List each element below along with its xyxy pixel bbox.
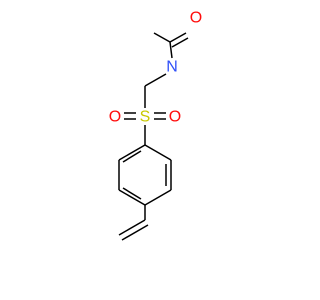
bond-vinyl-double-2: [121, 224, 149, 241]
bond-vinyl-double-1: [118, 219, 146, 236]
ring-bond-6: [118, 144, 146, 161]
atom-oxygen-carbonyl: O: [190, 10, 202, 27]
bond-carbonyl-double-1: [169, 32, 187, 43]
atom-oxygen-sulfonyl-left: O: [109, 109, 121, 126]
atom-nitrogen: N: [166, 59, 178, 76]
atom-oxygen-sulfonyl-right: O: [169, 109, 181, 126]
molecule-structure-diagram: O N S O O: [109, 10, 202, 241]
bond-formyl-cn: [169, 41, 173, 59]
ring-inner-double-3: [122, 150, 142, 163]
ring-bond-3: [144, 189, 172, 206]
ring-inner-double-2: [122, 187, 142, 200]
bond-carbonyl-double-2: [171, 37, 189, 48]
ring-bond-1: [144, 144, 172, 161]
bond-n-ch2: [144, 73, 167, 87]
ring-bond-4: [118, 189, 146, 206]
atom-sulfur: S: [140, 109, 151, 126]
bond-formyl-ch: [153, 32, 171, 43]
